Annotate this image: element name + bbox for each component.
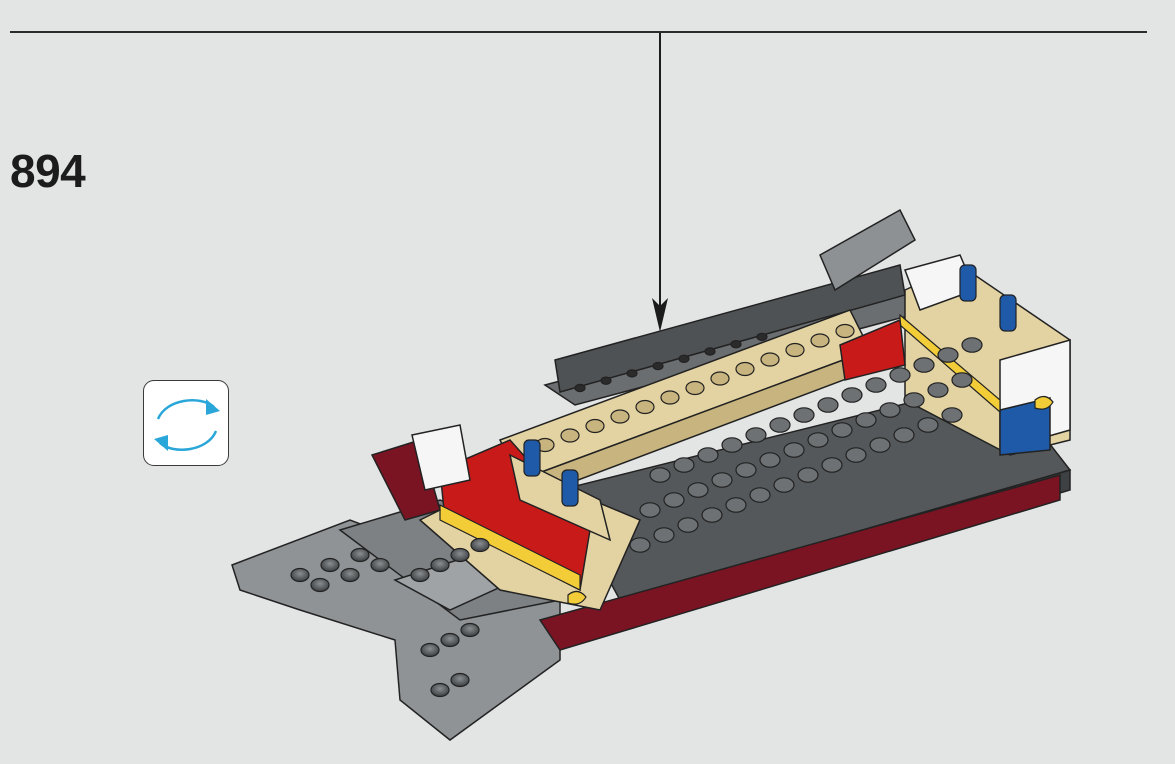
stud bbox=[687, 482, 709, 498]
stud bbox=[704, 347, 716, 356]
top-divider-line bbox=[10, 31, 1147, 33]
blue-technic-pins bbox=[523, 264, 1017, 507]
stud bbox=[710, 371, 730, 386]
stud bbox=[913, 357, 935, 373]
stud bbox=[821, 457, 843, 473]
stud bbox=[610, 409, 630, 424]
stud bbox=[961, 337, 983, 353]
stud bbox=[756, 332, 768, 342]
stud bbox=[773, 477, 795, 493]
stud bbox=[941, 407, 963, 423]
stud bbox=[639, 502, 661, 518]
stud bbox=[845, 447, 867, 463]
stud bbox=[783, 442, 805, 458]
stud bbox=[663, 492, 685, 508]
stud bbox=[937, 347, 959, 363]
stud bbox=[951, 372, 973, 388]
stud bbox=[903, 392, 925, 408]
stud bbox=[807, 432, 829, 448]
stud bbox=[893, 427, 915, 443]
rotate-model-callout bbox=[143, 380, 229, 466]
stud bbox=[841, 387, 863, 403]
stud bbox=[835, 323, 855, 339]
stud bbox=[430, 682, 450, 698]
stud bbox=[660, 390, 680, 405]
stud bbox=[574, 383, 586, 393]
stud bbox=[440, 632, 460, 648]
stud bbox=[793, 407, 815, 423]
stud bbox=[760, 352, 780, 367]
stud bbox=[460, 622, 480, 638]
left-side-parts bbox=[370, 424, 471, 521]
stud bbox=[879, 402, 901, 418]
stud bbox=[749, 487, 771, 503]
stud bbox=[600, 376, 612, 385]
stud bbox=[350, 547, 370, 563]
stud bbox=[370, 557, 390, 573]
stud bbox=[865, 377, 887, 393]
stud bbox=[677, 517, 699, 533]
stud bbox=[917, 417, 939, 433]
stud bbox=[629, 537, 651, 553]
right-end-assembly bbox=[839, 254, 1071, 456]
stud bbox=[310, 577, 330, 593]
stud bbox=[701, 507, 723, 523]
stud bbox=[626, 369, 638, 378]
stud bbox=[585, 418, 605, 434]
front-left-assembly bbox=[418, 439, 641, 611]
stud bbox=[653, 527, 675, 543]
stud bbox=[340, 567, 360, 583]
stud bbox=[785, 342, 805, 358]
stud bbox=[725, 497, 747, 513]
stud bbox=[797, 467, 819, 483]
stud bbox=[673, 457, 695, 473]
stud bbox=[831, 422, 853, 438]
stud bbox=[652, 361, 664, 371]
stud bbox=[560, 428, 580, 443]
stud bbox=[649, 467, 671, 483]
stud bbox=[410, 567, 430, 583]
stud bbox=[420, 642, 440, 658]
stud bbox=[759, 452, 781, 468]
floor-studs bbox=[290, 323, 983, 698]
stud bbox=[450, 672, 470, 688]
stud bbox=[697, 447, 719, 463]
stud bbox=[735, 361, 755, 377]
stud bbox=[711, 472, 733, 488]
stud bbox=[735, 462, 757, 478]
stud bbox=[817, 397, 839, 413]
stud bbox=[470, 537, 490, 553]
step-number: 894 bbox=[10, 145, 86, 197]
stud bbox=[450, 547, 470, 563]
rotate-arrows-icon bbox=[154, 399, 220, 451]
yellow-clips bbox=[567, 395, 1054, 605]
stud bbox=[889, 367, 911, 383]
stud bbox=[927, 382, 949, 398]
stud bbox=[730, 340, 742, 349]
stud bbox=[745, 427, 767, 443]
stud bbox=[810, 333, 830, 348]
stud bbox=[855, 412, 877, 428]
stud bbox=[290, 567, 310, 583]
stud bbox=[635, 399, 655, 415]
stud bbox=[721, 437, 743, 453]
stud bbox=[320, 557, 340, 573]
stud bbox=[685, 380, 705, 396]
stud bbox=[430, 557, 450, 573]
stud bbox=[869, 437, 891, 453]
stud bbox=[769, 417, 791, 433]
stud bbox=[678, 354, 690, 363]
